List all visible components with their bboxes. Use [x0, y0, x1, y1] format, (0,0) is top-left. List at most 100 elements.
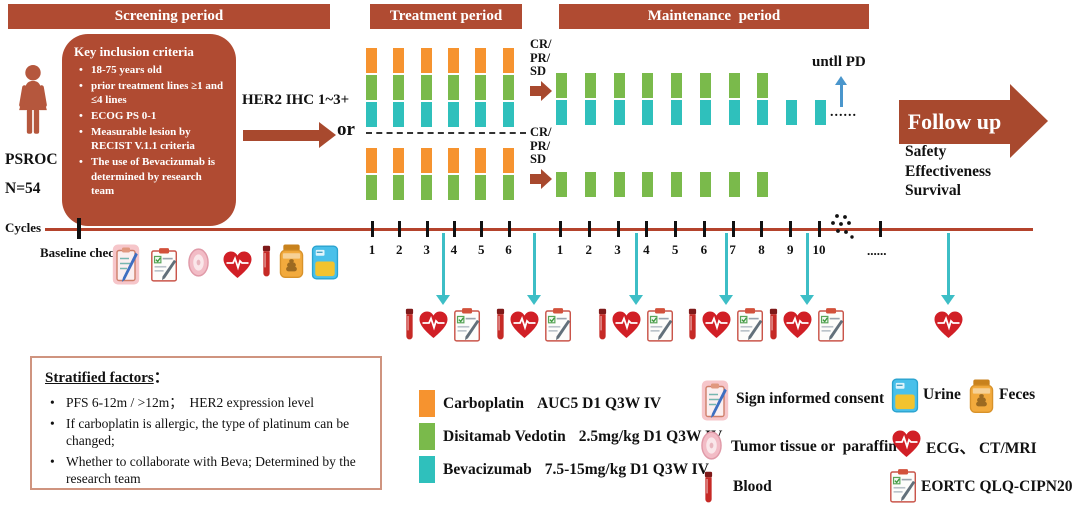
blood-icon	[704, 471, 713, 505]
assessment-label: EORTC QLQ-CIPN20	[921, 478, 1073, 495]
blood-icon	[688, 308, 697, 342]
heart-ecg-icon	[221, 250, 254, 280]
heart-ecg-icon	[781, 310, 814, 340]
orange-swatch	[419, 390, 435, 417]
blood-icon	[262, 245, 271, 279]
response-arrow-arm2	[530, 174, 541, 184]
inclusion-criteria-box: Key inclusion criteria 18-75 years oldpr…	[62, 34, 236, 226]
follow-up-arrow-head-icon	[1010, 84, 1048, 158]
visit-down-arrow	[946, 233, 950, 295]
cycle-number: 4	[450, 242, 458, 257]
green-regimen-bar	[613, 172, 625, 197]
teal-regimen-bar	[642, 100, 654, 125]
green-regimen-bar	[757, 73, 769, 98]
teal-regimen-bar	[699, 100, 711, 125]
cycle-number: 1	[556, 242, 564, 257]
teal-regimen-bar	[728, 100, 740, 125]
green-regimen-bar	[366, 75, 377, 100]
green-regimen-bar	[671, 73, 683, 98]
orange-regimen-bar	[393, 148, 405, 173]
orange-regimen-bar	[475, 148, 487, 173]
axis-tick	[645, 221, 649, 237]
cycle-number: 3	[423, 242, 430, 257]
axis-tick	[425, 221, 429, 237]
maintenance-period-label: Maintenance period	[647, 8, 781, 24]
inclusion-item: The use of Bevacizumab is determined by …	[78, 155, 227, 197]
green-regimen-bar	[699, 172, 711, 197]
heart-ecg-icon	[932, 310, 965, 340]
green-regimen-bar	[642, 73, 654, 98]
axis-tick	[371, 221, 374, 237]
assessment-label: Urine	[923, 386, 961, 403]
cycle-number: 9	[786, 242, 794, 257]
teal-regimen-bar	[757, 100, 769, 125]
cycle-number: 2	[585, 242, 593, 257]
follow-up-outcomes: Safety Effectiveness Survival	[905, 142, 991, 201]
screening-period-label: Screening period	[114, 8, 224, 24]
assessment-label: Tumor tissue or paraffin	[731, 438, 897, 455]
green-regimen-bar	[699, 73, 711, 98]
heart-ecg-icon	[890, 429, 923, 459]
visit-down-arrow-head-icon	[629, 295, 643, 305]
assessment-label: Feces	[999, 386, 1036, 403]
blood-icon	[496, 308, 505, 342]
her2-arrow-head-icon	[319, 122, 336, 148]
cycle-number: 6	[700, 242, 708, 257]
arm-divider-dashed-line	[366, 132, 526, 134]
green-regimen-bar	[393, 175, 405, 200]
inclusion-item: ECOG PS 0-1	[78, 109, 227, 123]
visit-down-arrow-head-icon	[800, 295, 814, 305]
cohort-name: PSROC	[5, 151, 58, 168]
teal-regimen-bar	[556, 100, 567, 125]
green-regimen-bar	[556, 172, 567, 197]
green-regimen-bar	[447, 175, 459, 200]
until-pd-ellipsis: ......	[830, 105, 857, 120]
teal-regimen-bar	[447, 102, 459, 127]
stratified-factors-list: PFS 6-12m / >12m； HER2 expression levelI…	[45, 394, 370, 488]
green-regimen-bar	[584, 73, 596, 98]
cycle-number: 6	[505, 242, 512, 257]
response-arrow-arm1	[530, 86, 541, 96]
visit-down-arrow-head-icon	[719, 295, 733, 305]
outcome-effectiveness: Effectiveness	[905, 162, 992, 180]
green-regimen-bar	[420, 75, 432, 100]
green-regimen-bar	[728, 73, 740, 98]
maintenance-period-banner: Maintenance period	[559, 4, 869, 29]
blood-icon	[598, 308, 607, 342]
green-regimen-bar	[475, 175, 487, 200]
tissue-icon	[188, 248, 209, 277]
teal-regimen-bar	[815, 100, 827, 125]
consent-icon	[701, 379, 729, 422]
heart-ecg-icon	[508, 310, 541, 340]
response-label-arm2: CR/ PR/ SD	[530, 125, 552, 166]
cycles-axis	[45, 228, 1033, 231]
inclusion-item: 18-75 years old	[78, 63, 227, 77]
green-regimen-bar	[556, 73, 567, 98]
drug-name: Disitamab Vedotin	[443, 427, 566, 445]
baseline-tick	[77, 218, 81, 239]
her2-arrow	[243, 130, 319, 141]
axis-tick	[507, 221, 511, 237]
green-swatch	[419, 423, 435, 450]
orange-regimen-bar	[366, 48, 377, 73]
green-regimen-bar	[613, 73, 625, 98]
green-regimen-bar	[475, 75, 487, 100]
follow-up-label: Follow up	[907, 109, 1002, 134]
green-regimen-bar	[502, 75, 514, 100]
consent-icon	[112, 243, 140, 286]
green-regimen-bar	[584, 172, 596, 197]
axis-tick	[480, 221, 484, 237]
orange-regimen-bar	[502, 48, 514, 73]
inclusion-criteria-title: Key inclusion criteria	[74, 44, 194, 59]
blood-icon	[769, 308, 778, 342]
inclusion-item: Measurable lesion by RECIST V.1.1 criter…	[78, 125, 227, 153]
teal-regimen-bar	[613, 100, 625, 125]
cycle-number: 2	[396, 242, 403, 257]
green-regimen-bar	[642, 172, 654, 197]
orange-regimen-bar	[420, 48, 432, 73]
axis-break-dots-icon	[830, 213, 856, 241]
axis-tick	[452, 221, 456, 237]
axis-tick	[760, 221, 764, 237]
